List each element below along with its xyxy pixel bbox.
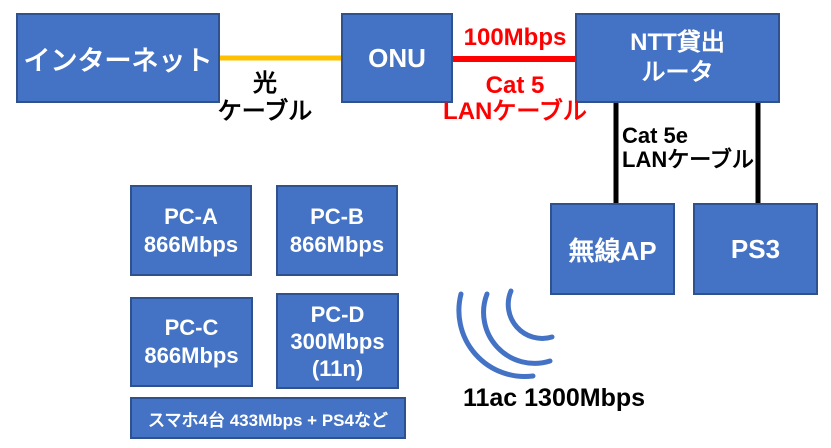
wifi-speed-value: 11ac 1300Mbps xyxy=(462,384,646,412)
pc-a-speed: 866Mbps xyxy=(143,231,239,257)
cat5-cable-label-line2: LANケーブル xyxy=(443,98,587,125)
cat5-speed-label: 100Mbps xyxy=(440,24,590,52)
cat5-cable-label-line1: Cat 5 xyxy=(485,72,545,99)
ps3-label: PS3 xyxy=(730,233,781,264)
pc-c-name: PC-C xyxy=(164,315,219,340)
wifi-speed-label: 11ac 1300Mbps xyxy=(448,384,660,413)
pc-a-name: PC-A xyxy=(164,203,218,229)
ntt-router-label-line1: NTT貸出 xyxy=(630,29,725,56)
internet-label: インターネット xyxy=(23,45,213,76)
pc-c-speed: 866Mbps xyxy=(144,343,239,368)
pc-d-name: PC-D xyxy=(310,301,365,327)
smartphones-node: スマホ4台 433Mbps + PS4など xyxy=(130,397,406,439)
cat5e-cable-label: Cat 5e LANケーブル xyxy=(622,124,762,172)
pc-d-standard: (11n) xyxy=(311,355,364,381)
pc-b-name: PC-B xyxy=(310,203,364,229)
optical-cable-label-line2: ケーブル xyxy=(217,98,313,125)
onu-label: ONU xyxy=(368,42,426,73)
internet-node: インターネット xyxy=(16,13,220,103)
pc-b-node: PC-B 866Mbps xyxy=(276,185,398,276)
wireless-ap-label: 無線AP xyxy=(568,235,657,266)
cat5-cable-label: Cat 5 LANケーブル xyxy=(435,73,595,125)
wifi-arc-inner-icon xyxy=(505,288,555,341)
wifi-arc-middle-icon xyxy=(481,291,553,366)
pc-a-node: PC-A 866Mbps xyxy=(130,185,252,276)
pc-c-node: PC-C 866Mbps xyxy=(130,297,253,387)
optical-cable-label: 光 ケーブル xyxy=(205,70,325,126)
pc-d-node: PC-D 300Mbps (11n) xyxy=(276,293,399,389)
cat5-speed-value: 100Mbps xyxy=(463,24,567,51)
wifi-arc-outer-icon xyxy=(456,291,536,379)
cat5e-cable-label-line2: LANケーブル xyxy=(622,147,754,172)
onu-node: ONU xyxy=(341,13,453,103)
pc-d-speed: 300Mbps xyxy=(290,328,385,354)
cat5e-cable-label-line1: Cat 5e xyxy=(622,123,689,148)
optical-cable-label-line1: 光 xyxy=(253,70,277,97)
ntt-router-node: NTT貸出 ルータ xyxy=(575,13,780,103)
smartphones-label: スマホ4台 433Mbps + PS4など xyxy=(148,410,388,430)
wireless-ap-node: 無線AP xyxy=(550,203,675,295)
pc-b-speed: 866Mbps xyxy=(289,231,385,257)
ps3-node: PS3 xyxy=(693,203,818,295)
ntt-router-label-line2: ルータ xyxy=(641,59,714,86)
